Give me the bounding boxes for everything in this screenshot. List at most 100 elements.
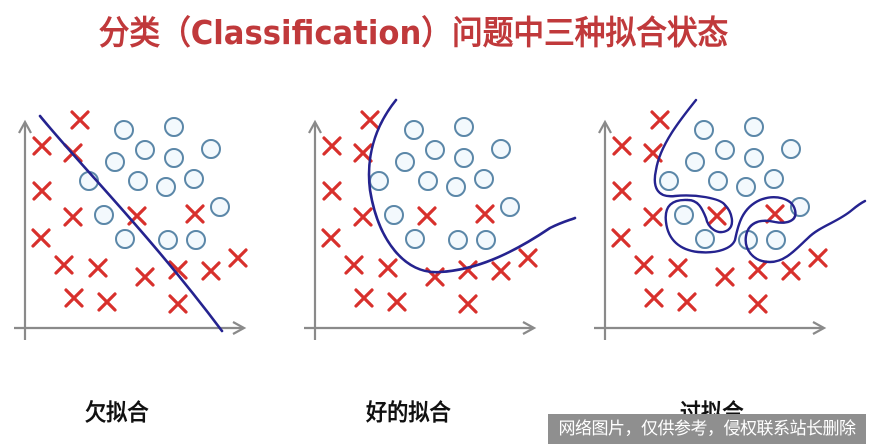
circle-marker-icon (105, 152, 125, 172)
decision-boundary-curve (367, 98, 577, 274)
cross-marker-icon (168, 260, 188, 280)
circle-marker-icon (766, 230, 786, 250)
circle-marker-icon (115, 229, 135, 249)
cross-marker-icon (707, 206, 727, 226)
circle-marker-icon (184, 169, 204, 189)
cross-marker-icon (168, 294, 188, 314)
circle-marker-icon (744, 117, 764, 137)
cross-marker-icon (748, 260, 768, 280)
circle-marker-icon (454, 117, 474, 137)
caption-underfit: 欠拟合 (85, 400, 149, 426)
circle-marker-icon (395, 152, 415, 172)
axes (14, 119, 247, 340)
cross-marker-icon (135, 267, 155, 287)
cross-marker-icon (668, 258, 688, 278)
cross-marker-icon (611, 228, 631, 248)
decision-boundary-convoluted-curve (653, 98, 867, 264)
decision-boundary-line (38, 114, 224, 333)
cross-marker-icon (88, 258, 108, 278)
circle-marker-icon (369, 171, 389, 191)
circle-marker-icon (156, 177, 176, 197)
cross-marker-icon (417, 206, 437, 226)
circle-marker-icon (738, 230, 758, 250)
circle-marker-icon (491, 139, 511, 159)
axes (594, 119, 827, 340)
cross-marker-icon (344, 255, 364, 275)
cross-marker-icon (63, 207, 83, 227)
circle-marker-icon (715, 140, 735, 160)
circle-marker-icon (158, 230, 178, 250)
circle-marker-icon (500, 197, 520, 217)
circle-marker-icon (128, 171, 148, 191)
axes (304, 119, 537, 340)
cross-marker-icon (360, 110, 380, 130)
circle-marker-icon (474, 169, 494, 189)
circle-marker-icon (114, 120, 134, 140)
circle-marker-icon (404, 120, 424, 140)
circle-marker-icon (448, 230, 468, 250)
cross-marker-icon (458, 294, 478, 314)
cross-marker-icon (185, 204, 205, 224)
circle-marker-icon (384, 205, 404, 225)
cross-marker-icon (781, 261, 801, 281)
cross-marker-icon (765, 204, 785, 224)
y-axis-arrow-icon (598, 119, 612, 134)
cross-marker-icon (32, 136, 52, 156)
circle-marker-icon (210, 197, 230, 217)
panel-good-fit (290, 90, 580, 360)
data-points (321, 110, 538, 314)
circle-marker-icon (201, 139, 221, 159)
cross-marker-icon (54, 255, 74, 275)
cross-marker-icon (387, 292, 407, 312)
cross-marker-icon (634, 255, 654, 275)
circle-marker-icon (764, 169, 784, 189)
panel-underfit (0, 90, 290, 360)
circle-marker-icon (94, 205, 114, 225)
cross-marker-icon (378, 258, 398, 278)
cross-marker-icon (321, 228, 341, 248)
circle-marker-icon (164, 148, 184, 168)
x-axis-arrow-icon (812, 321, 827, 335)
circle-marker-icon (446, 177, 466, 197)
y-axis-arrow-icon (308, 119, 322, 134)
cross-marker-icon (715, 267, 735, 287)
overfit-plot (594, 98, 867, 340)
cross-marker-icon (644, 288, 664, 308)
circle-marker-icon (418, 171, 438, 191)
circle-marker-icon (186, 230, 206, 250)
circle-marker-icon (454, 148, 474, 168)
circle-marker-icon (659, 171, 679, 191)
circle-marker-icon (674, 205, 694, 225)
watermark-banner: 网络图片，仅供参考，侵权联系站长删除 (548, 414, 866, 444)
cross-marker-icon (475, 204, 495, 224)
circle-marker-icon (736, 177, 756, 197)
y-axis-arrow-icon (18, 119, 32, 134)
circle-marker-icon (425, 140, 445, 160)
circle-marker-icon (744, 148, 764, 168)
cross-marker-icon (201, 261, 221, 281)
cross-marker-icon (32, 181, 52, 201)
cross-marker-icon (748, 294, 768, 314)
circle-marker-icon (405, 229, 425, 249)
cross-marker-icon (677, 292, 697, 312)
circle-marker-icon (685, 152, 705, 172)
cross-marker-icon (643, 207, 663, 227)
page-title: 分类（Classification）问题中三种拟合状态 (98, 13, 728, 52)
data-points (611, 110, 828, 314)
cross-marker-icon (322, 136, 342, 156)
good-fit-plot (304, 98, 577, 340)
cross-marker-icon (491, 261, 511, 281)
cross-marker-icon (31, 228, 51, 248)
x-axis-arrow-icon (232, 321, 247, 335)
circle-marker-icon (135, 140, 155, 160)
cross-marker-icon (612, 136, 632, 156)
panel-overfit (580, 90, 870, 360)
cross-marker-icon (228, 248, 248, 268)
cross-marker-icon (808, 248, 828, 268)
underfit-plot (14, 110, 248, 340)
cross-marker-icon (353, 143, 373, 163)
circle-marker-icon (694, 120, 714, 140)
caption-good-fit: 好的拟合 (366, 400, 451, 426)
cross-marker-icon (353, 207, 373, 227)
cross-marker-icon (354, 288, 374, 308)
